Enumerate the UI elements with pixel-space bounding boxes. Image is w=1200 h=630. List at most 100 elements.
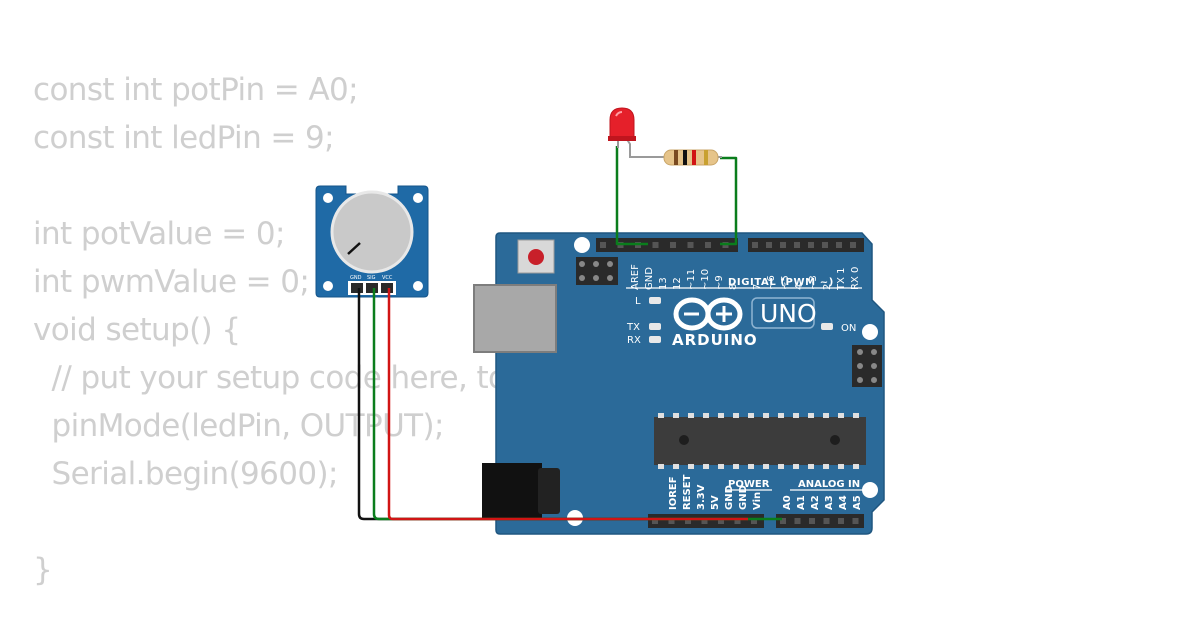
chip-leg: [838, 464, 844, 469]
header-pin[interactable]: [600, 242, 606, 248]
code-line: // put your setup code here, to: [33, 360, 508, 396]
header-pin[interactable]: [794, 242, 800, 248]
power-pin-label: Vin: [752, 492, 763, 510]
chip-leg: [853, 413, 859, 418]
power-header[interactable]: [648, 514, 764, 528]
header-pin[interactable]: [701, 518, 708, 524]
code-line: const int ledPin = 9;: [33, 120, 335, 156]
chip-leg: [673, 413, 679, 418]
analog-header[interactable]: [776, 514, 864, 528]
header-pin[interactable]: [809, 518, 815, 524]
brand-label: ARDUINO: [672, 331, 758, 349]
chip-leg: [718, 464, 724, 469]
chip-leg: [748, 413, 754, 418]
resistor[interactable]: [640, 149, 722, 166]
header-pin[interactable]: [852, 518, 859, 524]
chip-leg: [763, 413, 769, 418]
header-pin[interactable]: [734, 518, 741, 524]
header-pin[interactable]: [836, 242, 842, 248]
header-pin[interactable]: [794, 518, 801, 524]
pot-knob[interactable]: [330, 190, 414, 274]
power-pin-label: GND: [738, 485, 749, 510]
chip-leg: [793, 464, 799, 469]
microcontroller-chip: [654, 413, 866, 469]
led-tx-label: TX: [626, 322, 640, 333]
digital-pin-label: GND: [644, 267, 655, 290]
led-tx: [649, 323, 661, 330]
chip-leg: [838, 413, 844, 418]
analog-label: ANALOG IN: [798, 479, 860, 490]
header-pin[interactable]: [780, 242, 786, 248]
header-pin[interactable]: [766, 242, 772, 248]
chip-leg: [748, 464, 754, 469]
reset-button[interactable]: [517, 239, 555, 274]
pot-pin-vcc-label: VCC: [382, 275, 393, 281]
arduino-logo: [673, 297, 743, 331]
digital-pin-label: RX 0: [850, 267, 861, 290]
led-on-label: ON: [841, 323, 856, 334]
code-line: Serial.begin(9600);: [33, 456, 339, 492]
digital-pin-label: ~10: [700, 269, 711, 290]
digital-pin-label: ~3: [808, 275, 819, 290]
power-pin-label: 3.3V: [696, 484, 707, 510]
header-pin[interactable]: [652, 518, 658, 524]
analog-pin-label: A0: [782, 495, 793, 510]
potentiometer-module[interactable]: GND SIG VCC: [315, 185, 429, 298]
code-line: int pwmValue = 0;: [33, 264, 310, 300]
header-pin[interactable]: [752, 242, 758, 248]
header-pin[interactable]: [751, 518, 757, 524]
code-line: void setup() {: [33, 312, 241, 348]
power-label: POWER: [728, 479, 770, 490]
header-pin[interactable]: [670, 242, 676, 248]
chip-leg: [823, 413, 829, 418]
pot-pin-sig-label: SIG: [367, 275, 376, 281]
header-pin[interactable]: [822, 242, 828, 248]
digital-pin-label: ~5: [780, 275, 791, 290]
header-pin[interactable]: [668, 518, 675, 524]
chip-leg: [778, 464, 784, 469]
digital-pin-label: ~11: [686, 269, 697, 290]
header-pin[interactable]: [705, 242, 711, 248]
chip-leg: [703, 464, 709, 469]
header-pin[interactable]: [823, 518, 830, 524]
red-led[interactable]: [608, 107, 640, 158]
wire-gnd[interactable]: [357, 288, 652, 521]
analog-pin-label: A5: [852, 495, 863, 510]
chip-leg: [658, 413, 664, 418]
analog-pin-label: A4: [838, 495, 849, 510]
wire-led-gnd[interactable]: [615, 146, 648, 246]
wire-vcc[interactable]: [387, 288, 748, 521]
wire-resistor-pin9[interactable]: [720, 156, 738, 246]
chip-leg: [688, 464, 694, 469]
power-pin-label: IOREF: [668, 476, 679, 510]
header-pin[interactable]: [780, 518, 786, 524]
wire-sig[interactable]: [372, 288, 782, 521]
icsp-header: [576, 257, 618, 285]
analog-pin-label: A3: [824, 495, 835, 510]
led-rx: [649, 336, 661, 343]
digital-header-right[interactable]: [748, 238, 864, 252]
header-pin[interactable]: [685, 518, 691, 524]
header-pin[interactable]: [652, 242, 659, 248]
header-pin[interactable]: [838, 518, 844, 524]
header-pin[interactable]: [687, 242, 694, 248]
power-jack: [482, 463, 560, 519]
header-pin[interactable]: [850, 242, 856, 248]
model-badge: [751, 297, 815, 329]
digital-pin-label: 13: [658, 277, 669, 290]
icsp-header-right: [852, 345, 882, 387]
code-line: int potValue = 0;: [33, 216, 285, 252]
mounting-hole: [574, 237, 590, 253]
chip-leg: [808, 413, 814, 418]
usb-port: [473, 284, 557, 353]
header-pin[interactable]: [718, 518, 724, 524]
power-pin-label: RESET: [682, 474, 693, 510]
chip-leg: [718, 413, 724, 418]
header-pin[interactable]: [808, 242, 814, 248]
code-line: pinMode(ledPin, OUTPUT);: [33, 408, 445, 444]
chip-leg: [778, 413, 784, 418]
led-l-label: L: [635, 296, 641, 307]
code-line: const int potPin = A0;: [33, 72, 359, 108]
